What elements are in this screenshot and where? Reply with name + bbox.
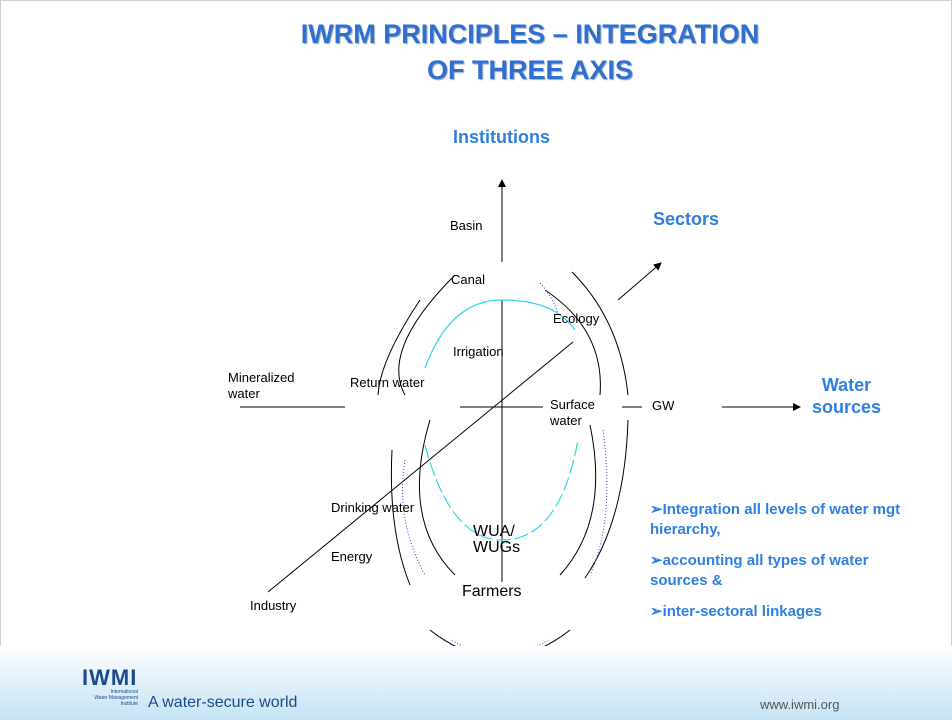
label-industry: Industry <box>250 598 297 613</box>
water-sources-line-1: Water <box>821 375 872 395</box>
outer-ellipse-right-lower <box>584 419 629 579</box>
label-energy: Energy <box>331 549 373 564</box>
label-mineralized-water: Mineralized water <box>228 370 294 402</box>
slide-title: IWRM PRINCIPLES – INTEGRATION OF THREE A… <box>250 16 810 88</box>
dotted-arc-left <box>402 459 426 576</box>
outer-ellipse-left-upper <box>377 299 421 396</box>
inner-ellipse-left-lower <box>418 419 456 576</box>
logo-subtitle: International Water Management Institute <box>82 689 138 707</box>
logo-sub-line-1: International <box>110 689 138 695</box>
inner-ellipse-right <box>544 289 601 396</box>
bullet-arrow-icon: ➢ <box>650 603 663 620</box>
logo-sub-line-2: Water Management <box>94 695 138 701</box>
label-wua-wugs: WUA/ WUGs <box>473 524 520 556</box>
water-sources-line-2: sources <box>812 397 882 417</box>
label-drinking-water: Drinking water <box>331 500 415 515</box>
dotted-arc-top-right <box>539 282 559 316</box>
inner-ellipse-left <box>398 274 456 396</box>
axis-label-water-sources: Water sources <box>812 374 881 418</box>
inner-ellipse-right-lower <box>559 424 597 576</box>
label-return-water: Return water <box>350 375 425 390</box>
diagonal-axis-arrow <box>617 262 662 301</box>
title-line-2: OF THREE AXIS <box>426 55 634 85</box>
principles-bullet-list: ➢Integration all levels of water mgt hie… <box>650 500 930 633</box>
iwmi-logo: IWMI International Water Management Inst… <box>82 665 138 708</box>
bullet-item: ➢inter-sectoral linkages <box>650 602 930 622</box>
surface-line-2: water <box>550 413 582 428</box>
logo-sub-line-3: Institute <box>120 701 138 707</box>
cyan-ellipse-bottom <box>424 439 579 541</box>
outer-ellipse-left-lower <box>390 449 411 586</box>
bullet-text: inter-sectoral linkages <box>662 603 822 620</box>
logo-mark: IWMI <box>82 665 138 690</box>
bullet-text: accounting all types of water sources & <box>650 552 869 589</box>
axis-label-sectors: Sectors <box>653 209 720 229</box>
dotted-arc-right <box>589 429 608 576</box>
wua-line-1: WUA/ <box>473 523 515 540</box>
label-gw: GW <box>652 398 675 413</box>
mineralized-line-2: water <box>228 386 260 401</box>
label-farmers: Farmers <box>462 583 522 600</box>
mineralized-line-1: Mineralized <box>228 370 295 385</box>
cyan-ellipse-top <box>424 299 576 369</box>
footer-tagline: A water-secure world <box>148 694 298 711</box>
axis-label-institutions: Institutions <box>453 127 550 147</box>
bullet-item: ➢Integration all levels of water mgt hie… <box>650 500 930 540</box>
label-basin: Basin <box>450 218 483 233</box>
footer-band <box>0 646 952 720</box>
label-surface-water: Surface water <box>550 397 595 429</box>
label-canal: Canal <box>451 272 485 287</box>
bullet-text: Integration all levels of water mgt hier… <box>650 501 901 538</box>
footer-url: www.iwmi.org <box>760 697 840 712</box>
surface-line-1: Surface <box>550 397 595 412</box>
title-line-1: IWRM PRINCIPLES – INTEGRATION <box>300 19 760 49</box>
label-ecology: Ecology <box>553 311 600 326</box>
label-irrigation: Irrigation <box>453 344 504 359</box>
bullet-arrow-icon: ➢ <box>650 501 663 518</box>
wua-line-2: WUGs <box>473 539 521 556</box>
bullet-item: ➢accounting all types of water sources & <box>650 551 930 591</box>
bullet-arrow-icon: ➢ <box>650 552 663 569</box>
outer-ellipse-right-upper <box>571 271 629 396</box>
